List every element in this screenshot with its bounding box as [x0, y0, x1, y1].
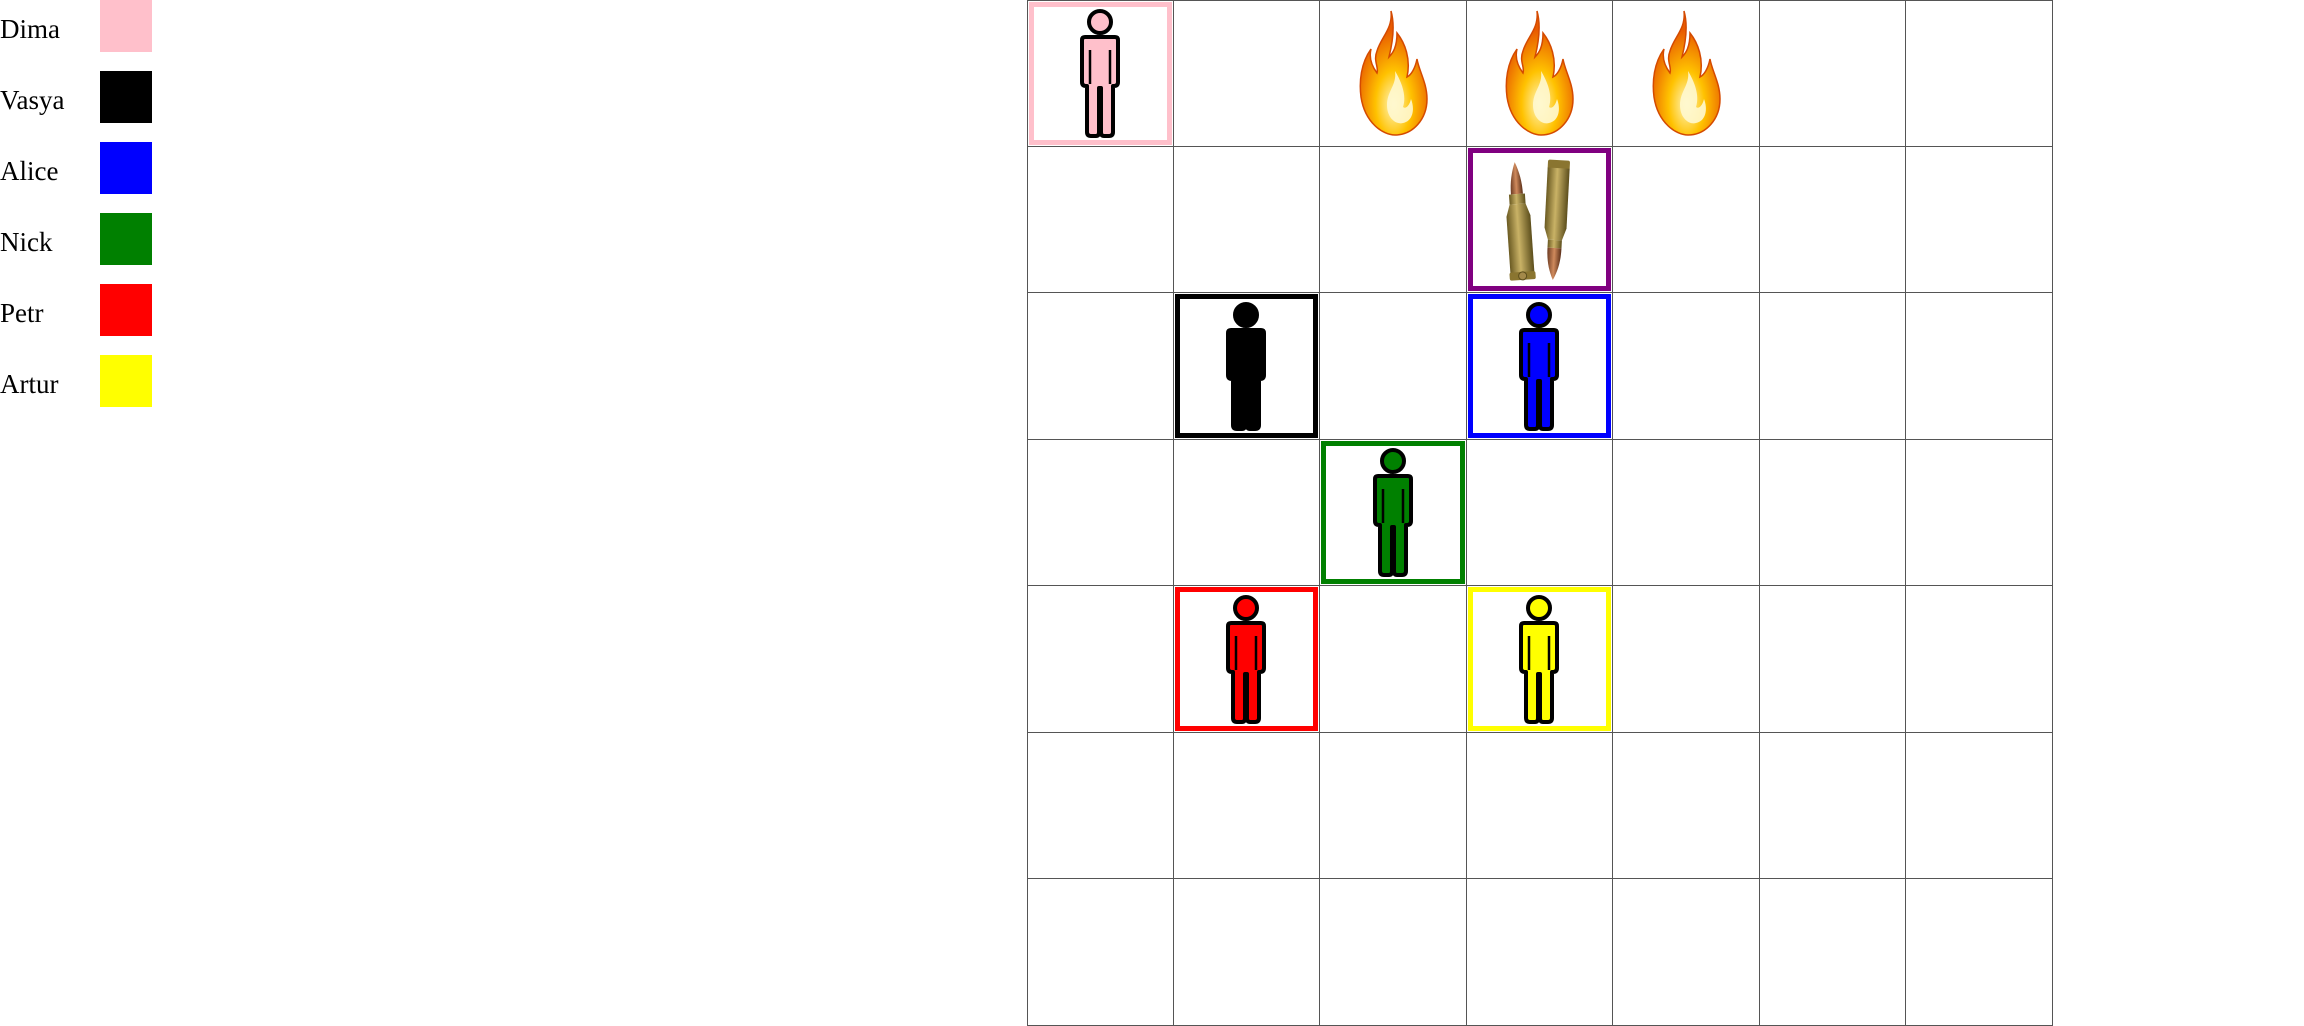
- person-icon[interactable]: [1467, 293, 1613, 439]
- player-frame-petr: [1174, 587, 1318, 731]
- legend-label: Dima: [0, 14, 60, 44]
- board-cell[interactable]: [1613, 586, 1760, 733]
- board-cell[interactable]: [1759, 293, 1906, 440]
- board-cell[interactable]: [1027, 439, 1174, 586]
- legend-swatch: [100, 355, 152, 407]
- board-cell[interactable]: [1466, 293, 1613, 440]
- board-cell[interactable]: [1320, 439, 1467, 586]
- board-cell[interactable]: [1906, 146, 2053, 293]
- board-cell[interactable]: [1906, 879, 2053, 1026]
- board-cell[interactable]: [1466, 879, 1613, 1026]
- board-cell[interactable]: [1613, 293, 1760, 440]
- board-cell[interactable]: [1466, 586, 1613, 733]
- board-cell[interactable]: [1466, 439, 1613, 586]
- legend-item-nick: Nick: [0, 213, 160, 265]
- board-cell[interactable]: [1613, 439, 1760, 586]
- board-cell[interactable]: [1027, 146, 1174, 293]
- ammo-frame: [1467, 147, 1611, 291]
- legend-label: Artur: [0, 369, 59, 399]
- board-cell[interactable]: [1613, 879, 1760, 1026]
- legend-label: Alice: [0, 156, 59, 186]
- board-cell[interactable]: [1906, 732, 2053, 879]
- person-icon[interactable]: [1320, 440, 1466, 586]
- board-cell[interactable]: [1173, 293, 1320, 440]
- legend-swatch: [100, 213, 152, 265]
- person-icon[interactable]: [1174, 293, 1320, 439]
- board-cell[interactable]: [1906, 586, 2053, 733]
- player-frame-nick: [1321, 440, 1465, 584]
- board-cell[interactable]: [1320, 293, 1467, 440]
- legend-swatch: [100, 142, 152, 194]
- board-cell[interactable]: [1027, 879, 1174, 1026]
- fire-icon: [1613, 1, 1759, 146]
- player-frame-vasya: [1174, 294, 1318, 438]
- board-cell[interactable]: [1173, 439, 1320, 586]
- board-cell[interactable]: [1759, 439, 1906, 586]
- fire-icon: [1320, 1, 1466, 146]
- board-cell[interactable]: [1027, 0, 1174, 147]
- legend-swatch: [100, 71, 152, 123]
- board-cell[interactable]: [1027, 586, 1174, 733]
- board-cell[interactable]: [1320, 586, 1467, 733]
- board-cell[interactable]: [1173, 879, 1320, 1026]
- board-cell[interactable]: [1759, 586, 1906, 733]
- player-frame-artur: [1467, 587, 1611, 731]
- legend-item-alice: Alice: [0, 142, 160, 194]
- board-cell[interactable]: [1759, 146, 1906, 293]
- board-cell[interactable]: [1027, 293, 1174, 440]
- board-cell[interactable]: [1173, 0, 1320, 147]
- board-cell[interactable]: [1320, 879, 1467, 1026]
- board-cell[interactable]: [1173, 146, 1320, 293]
- fire-icon: [1467, 1, 1613, 146]
- legend-item-vasya: Vasya: [0, 71, 160, 123]
- board-cell[interactable]: [1466, 732, 1613, 879]
- board-cell[interactable]: [1613, 146, 1760, 293]
- legend-label: Vasya: [0, 85, 65, 115]
- legend-label: Petr: [0, 298, 44, 328]
- board-cell[interactable]: [1173, 732, 1320, 879]
- player-frame-alice: [1467, 294, 1611, 438]
- legend-item-artur: Artur: [0, 355, 160, 407]
- board-cell[interactable]: [1320, 732, 1467, 879]
- legend-swatch: [100, 0, 152, 52]
- legend-item-dima: Dima: [0, 0, 160, 52]
- board-cell[interactable]: [1759, 879, 1906, 1026]
- board-cell[interactable]: [1906, 439, 2053, 586]
- board-cell[interactable]: [1906, 0, 2053, 147]
- legend-label: Nick: [0, 227, 53, 257]
- board-cell[interactable]: [1759, 0, 1906, 147]
- board-cell[interactable]: [1173, 586, 1320, 733]
- game-board: [1027, 0, 2053, 1026]
- board-cell[interactable]: [1466, 0, 1613, 147]
- person-icon[interactable]: [1467, 586, 1613, 732]
- board-cell[interactable]: [1906, 293, 2053, 440]
- board-cell[interactable]: [1320, 146, 1467, 293]
- player-frame-dima: [1029, 2, 1172, 145]
- board-cell[interactable]: [1613, 0, 1760, 147]
- person-icon[interactable]: [1028, 1, 1173, 146]
- board-cell[interactable]: [1759, 732, 1906, 879]
- board-cell[interactable]: [1613, 732, 1760, 879]
- board-cell[interactable]: [1027, 732, 1174, 879]
- ammo-icon[interactable]: [1467, 147, 1613, 293]
- legend-item-petr: Petr: [0, 284, 160, 336]
- board-cell[interactable]: [1466, 146, 1613, 293]
- board-cell[interactable]: [1320, 0, 1467, 147]
- person-icon[interactable]: [1174, 586, 1320, 732]
- legend-swatch: [100, 284, 152, 336]
